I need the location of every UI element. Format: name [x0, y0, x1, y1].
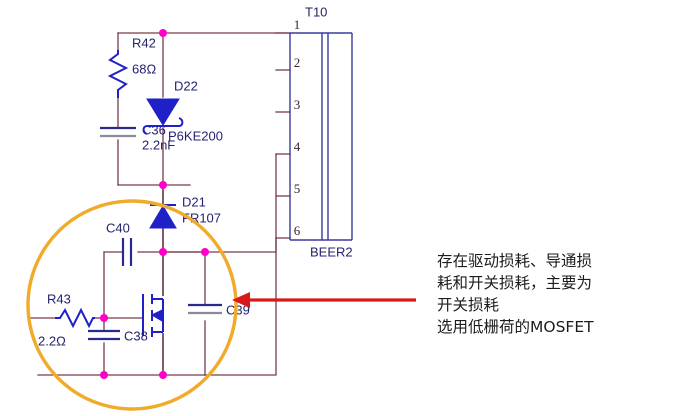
- wire-ground-to-pin6: [204, 237, 277, 376]
- arrow-head-left: [232, 292, 250, 308]
- node-ground-source: [159, 371, 167, 379]
- r42-ref-label: R42: [132, 35, 156, 50]
- xfmr-pin-1: 1: [294, 17, 301, 32]
- component-c38: [88, 329, 120, 341]
- highlight-circle: [26, 199, 238, 411]
- transformer-ref-label: T10: [305, 4, 327, 19]
- c39-ref-label: C39: [226, 302, 250, 317]
- wire-network: [27, 32, 291, 376]
- d22-cathode-hook-right: [178, 117, 184, 127]
- node-drain: [159, 248, 167, 256]
- node-ground-left: [100, 371, 108, 379]
- d21-ref-label: D21: [182, 194, 206, 209]
- d21-triangle: [149, 205, 177, 229]
- node-c39-top: [201, 248, 209, 256]
- component-mosfet: [142, 294, 164, 337]
- r43-zigzag: [55, 307, 95, 329]
- c36-value-label: 2.2nF: [142, 137, 175, 152]
- component-c40: [121, 238, 133, 266]
- mosfet-body-arrow: [150, 309, 163, 322]
- xfmr-pin-4: 4: [294, 139, 301, 154]
- xfmr-pin-6: 6: [294, 223, 301, 238]
- component-r42: [107, 50, 129, 98]
- component-d22: [142, 98, 184, 135]
- annotation-text: 存在驱动损耗、导通损 耗和开关损耗，主要为 开关损耗 选用低栅荷的MOSFET: [437, 252, 594, 336]
- d22-value-label: P6KE200: [168, 128, 223, 143]
- wire-pin4-to-drain: [162, 153, 277, 253]
- c40-ref-label: C40: [106, 220, 130, 235]
- xfmr-pin-2: 2: [294, 55, 301, 70]
- junction-dots: [100, 29, 209, 379]
- xfmr-pin-5: 5: [294, 181, 301, 196]
- node-snubber-bottom: [159, 181, 167, 189]
- component-c36: [100, 126, 136, 138]
- d22-cathode-hook-left: [142, 125, 148, 135]
- xfmr-pin-3: 3: [294, 97, 301, 112]
- transformer-part-label: BEER2: [310, 244, 353, 259]
- component-r43: [55, 307, 95, 329]
- r42-zigzag: [107, 50, 129, 98]
- component-c39: [188, 303, 222, 315]
- d22-triangle: [146, 98, 180, 126]
- c38-ref-label: C38: [124, 328, 148, 343]
- annotation-arrow: [232, 292, 416, 308]
- component-transformer: [289, 32, 353, 241]
- r43-value-label: 2.2Ω: [38, 333, 66, 348]
- r42-value-label: 68Ω: [132, 61, 156, 76]
- node-top-rail: [159, 29, 167, 37]
- node-gate: [100, 314, 108, 322]
- r43-ref-label: R43: [47, 291, 71, 306]
- d22-ref-label: D22: [174, 78, 198, 93]
